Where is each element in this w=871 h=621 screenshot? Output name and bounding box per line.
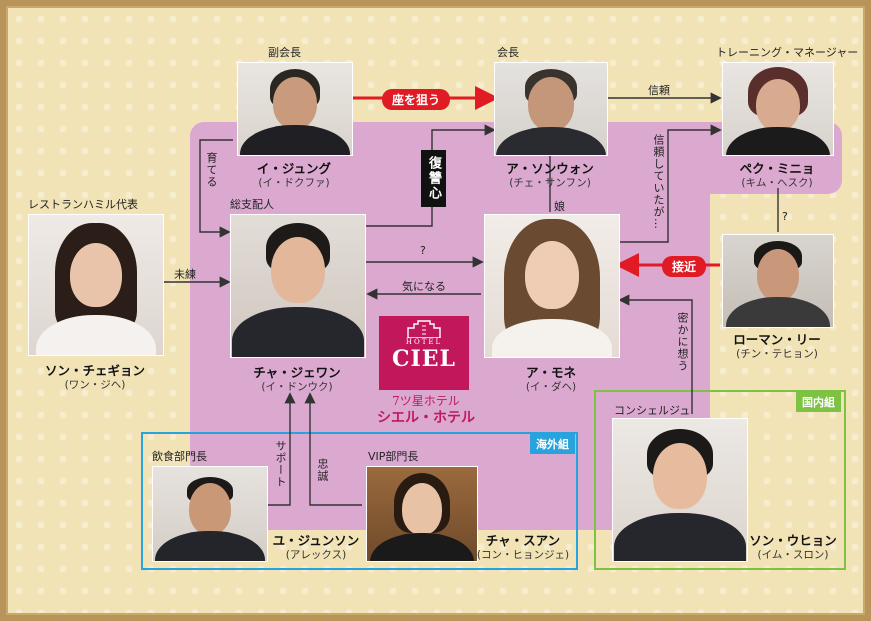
question1-label: ? xyxy=(420,244,426,257)
arrow-loyalty xyxy=(304,392,362,506)
roman-name: ローマン・リー xyxy=(733,332,821,347)
trainer-name: ペク・ミニョ xyxy=(739,161,815,176)
domestic-group-tag: 国内組 xyxy=(796,392,841,412)
hotel-logo: HOTEL CIEL xyxy=(379,316,469,390)
hotel-building-icon xyxy=(407,320,441,338)
son-uhyon-photo xyxy=(612,418,748,562)
restaurant-role: レストランハミル代表 xyxy=(28,198,138,211)
chairman-actor: (チェ・サンフン) xyxy=(509,177,591,189)
trainer-role: トレーニング・マネージャー xyxy=(716,46,859,59)
approach-label: 接近 xyxy=(662,256,707,277)
chairman-photo xyxy=(494,62,608,156)
loyalty-label: 忠誠 xyxy=(316,458,329,482)
arrow-trusted-but xyxy=(618,124,722,243)
curious-label: 気になる xyxy=(402,280,446,293)
aim-seat-label: 座を狙う xyxy=(382,89,451,110)
vice-chair-name: イ・ジュング xyxy=(256,161,332,176)
raised-label: 育てる xyxy=(205,152,218,188)
hotel-stars: 7ツ星ホテル xyxy=(392,394,460,408)
yu-actor: (アレックス) xyxy=(285,549,347,561)
arrow-support xyxy=(268,392,296,506)
arrow-raised xyxy=(199,139,233,238)
vice-chair-actor: (イ・ドクファ) xyxy=(258,177,330,189)
yu-photo xyxy=(152,466,268,562)
trainer-actor: (キム・ヘスク) xyxy=(741,177,813,189)
cha-suan-photo xyxy=(366,466,478,562)
restaurant-photo xyxy=(28,214,164,356)
overseas-group-tag: 海外組 xyxy=(530,434,575,454)
chairman-name: ア・ソンウォン xyxy=(506,161,594,176)
overseas-group-box xyxy=(141,432,578,570)
restaurant-name: ソン・チェギョン xyxy=(44,363,145,378)
arrow-secret-love xyxy=(618,294,693,414)
roman-photo xyxy=(722,234,834,328)
hotel-name: シエル・ホテル xyxy=(377,410,475,426)
yu-name: ユ・ジュンソン xyxy=(272,533,360,548)
trust-label: 信頼 xyxy=(648,84,670,97)
son-uhyon-name: ソン・ウヒョン xyxy=(749,533,837,548)
vice-chair-photo xyxy=(237,62,353,156)
hotel-logo-big: CIEL xyxy=(391,346,457,372)
yu-role: 飲食部門長 xyxy=(152,450,207,463)
lingering-label: 未練 xyxy=(174,268,196,281)
cha-suan-name: チャ・スアン xyxy=(485,533,561,548)
revenge-label: 復讐心 xyxy=(421,150,446,207)
trusted-but-label: 信頼していたが… xyxy=(652,134,665,230)
vice-chair-role: 副会長 xyxy=(268,46,301,59)
domestic-group-box xyxy=(594,390,846,570)
trainer-photo xyxy=(722,62,834,156)
question2-label: ? xyxy=(782,210,788,223)
support-label: サポート xyxy=(274,440,287,488)
son-uhyon-actor: (イム・スロン) xyxy=(757,549,829,561)
restaurant-actor: (ワン・ジヘ) xyxy=(64,379,126,391)
chairman-role: 会長 xyxy=(497,46,519,59)
son-uhyon-role: コンシェルジュ xyxy=(614,404,691,417)
cha-suan-role: VIP部門長 xyxy=(368,450,419,463)
gm-name: チャ・ジェワン xyxy=(253,365,341,380)
amo-photo xyxy=(484,214,620,358)
gm-photo xyxy=(230,214,366,358)
roman-actor: (チン・テヒョン) xyxy=(736,348,818,360)
amo-name: ア・モネ xyxy=(525,365,576,380)
gm-role: 総支配人 xyxy=(230,198,274,211)
cha-suan-actor: (コン・ヒョンジェ) xyxy=(476,549,570,561)
amo-actor: (イ・ダヘ) xyxy=(525,381,577,393)
amo-role: 娘 xyxy=(554,200,565,213)
gm-actor: (イ・ドンウク) xyxy=(261,381,333,393)
secret-love-label: 密かに想う xyxy=(676,312,689,372)
hotel-logo-small: HOTEL xyxy=(405,338,443,346)
